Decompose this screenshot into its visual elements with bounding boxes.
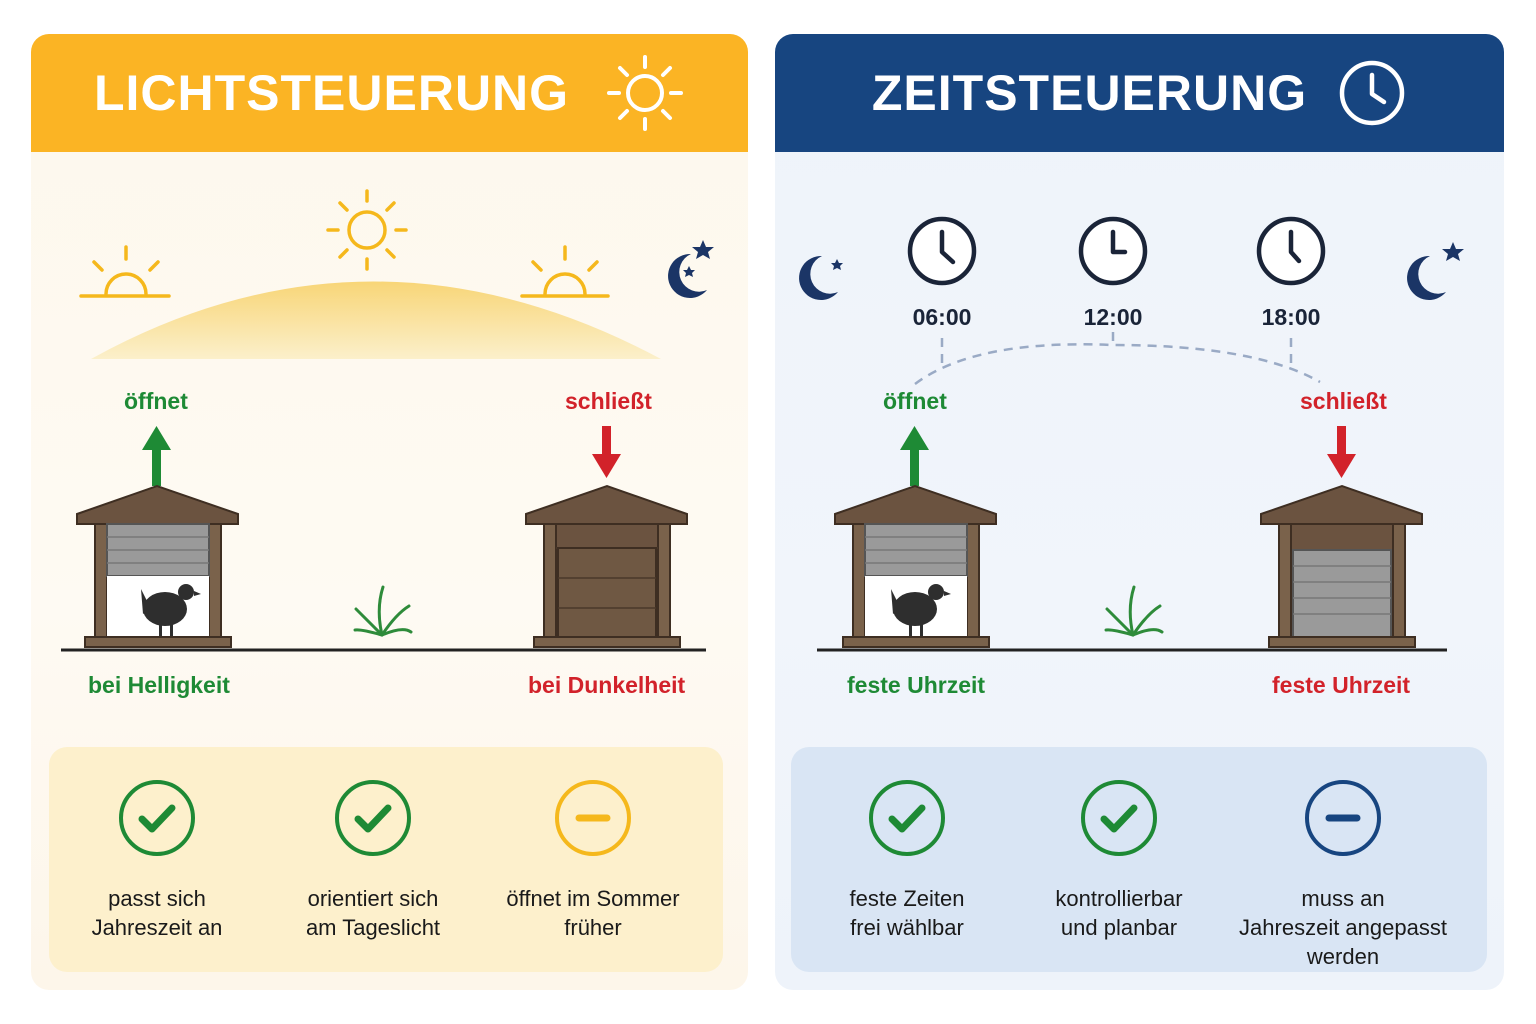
light-benefit-3: öffnet im Sommer früher [473, 779, 713, 942]
midday-sun-icon [326, 189, 408, 271]
close-arrow-icon [1327, 426, 1356, 478]
time-benefit-1: feste Zeiten frei wählbar [787, 779, 1027, 942]
open-condition: feste Uhrzeit [847, 672, 986, 698]
benefit-text-line: muss an [1301, 886, 1385, 911]
light-benefit-1: passt sich Jahreszeit an [37, 779, 277, 942]
benefit-text-line: Jahreszeit an [91, 915, 223, 940]
moon-icon [668, 240, 714, 298]
time-scene [799, 216, 1464, 652]
minus-icon [555, 780, 631, 856]
light-benefit-2: orientiert sich am Tageslicht [253, 779, 493, 942]
sun-icon [607, 55, 684, 131]
open-arrow-icon [900, 426, 929, 486]
grass-icon [1104, 585, 1164, 637]
time-benefits-box: feste Zeiten frei wählbar kontrollierbar… [791, 747, 1487, 972]
time-control-panel: ZEITSTEUERUNG [775, 34, 1504, 990]
benefit-text-line: kontrollierbar [1055, 886, 1183, 911]
grass-icon [353, 585, 413, 637]
open-condition: bei Helligkeit [88, 672, 230, 698]
open-arrow-icon [142, 426, 171, 486]
time-header: ZEITSTEUERUNG [775, 34, 1504, 152]
sunset-icon [520, 245, 610, 298]
close-arrow-icon [592, 426, 621, 478]
benefit-text-line: und planbar [1060, 915, 1178, 940]
benefit-text-line: werden [1306, 944, 1380, 969]
benefit-text-line: feste Zeiten [849, 886, 965, 911]
open-label: öffnet [124, 388, 188, 414]
moon-icon [799, 255, 843, 300]
clock-icon [1256, 216, 1326, 286]
light-header: LICHTSTEUERUNG [31, 34, 748, 152]
time-connector [914, 332, 1321, 386]
time-label-noon: 12:00 [1083, 304, 1143, 330]
minus-icon [1305, 780, 1381, 856]
sunrise-icon [79, 245, 171, 298]
clock-icon [1078, 216, 1148, 286]
light-control-panel: LICHTSTEUERUNG [31, 34, 748, 990]
light-title: LICHTSTEUERUNG [93, 65, 570, 121]
benefit-text-line: passt sich [108, 886, 206, 911]
check-icon [119, 780, 195, 856]
check-icon [869, 780, 945, 856]
benefit-text-line: öffnet im Sommer [506, 886, 680, 911]
moon-icon [1407, 242, 1464, 300]
clock-icon [1339, 60, 1405, 126]
closed-coop [525, 484, 688, 648]
time-benefit-3: muss an Jahreszeit angepasst werden [1223, 779, 1463, 971]
time-title: ZEITSTEUERUNG [871, 65, 1308, 121]
light-scene [61, 189, 714, 652]
check-icon [1081, 780, 1157, 856]
benefit-text-line: orientiert sich [307, 886, 439, 911]
chicken-icon [141, 584, 201, 636]
benefit-text-line: frei wählbar [850, 915, 964, 940]
closed-coop [1260, 484, 1423, 648]
chicken-icon [891, 584, 951, 636]
close-condition: bei Dunkelheit [528, 672, 686, 698]
sun-arc [91, 281, 661, 359]
benefit-text-line: am Tageslicht [305, 915, 441, 940]
open-label: öffnet [883, 388, 947, 414]
benefit-text-line: früher [564, 915, 622, 940]
time-label-evening: 18:00 [1261, 304, 1321, 330]
light-benefits-box: passt sich Jahreszeit an orientiert sich… [49, 747, 723, 972]
clock-icon [907, 216, 977, 286]
time-benefit-2: kontrollierbar und planbar [999, 779, 1239, 942]
close-condition: feste Uhrzeit [1272, 672, 1411, 698]
close-label: schließt [1300, 388, 1387, 414]
close-label: schließt [565, 388, 652, 414]
time-label-morning: 06:00 [912, 304, 972, 330]
benefit-text-line: Jahreszeit angepasst [1239, 915, 1447, 940]
check-icon [335, 780, 411, 856]
